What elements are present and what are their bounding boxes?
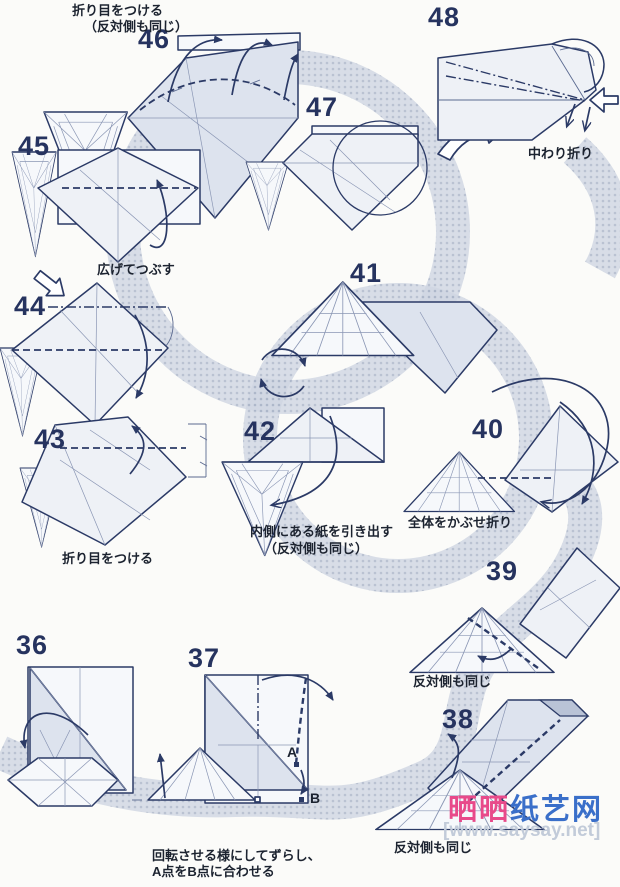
step-43-figure (19, 416, 208, 548)
step-number-41: 41 (350, 258, 383, 288)
magnifier-circle (332, 120, 428, 216)
step-39-figure (409, 547, 620, 674)
step-number-40: 40 (472, 414, 505, 444)
watermark-site-name-part1: 晒晒 (448, 794, 511, 826)
step-41-figure (271, 281, 498, 394)
caption-39: 反対側も同じ (413, 674, 492, 689)
caption-43: 折り目をつける (62, 551, 154, 566)
caption-46-line1: 折り目をつける (72, 3, 164, 18)
step-number-46: 46 (138, 24, 171, 54)
step-38-figure (374, 699, 590, 831)
step-number-42: 42 (244, 416, 277, 446)
step-40-figure (403, 377, 619, 513)
step-37-figure (132, 674, 334, 804)
watermark-url: [www.saysay.net] (443, 820, 601, 841)
step-number-44: 44 (14, 291, 47, 321)
unfold-hollow-arrow (33, 269, 65, 297)
watermark-site-name-part2: 纸艺网 (510, 794, 604, 826)
step-number-47: 47 (306, 92, 339, 122)
step-number-39: 39 (486, 556, 519, 586)
point-b-label: B (310, 790, 321, 806)
step-45-figure (11, 147, 201, 263)
step-number-48: 48 (428, 2, 461, 32)
caption-42-line2: （反対側も同じ） (264, 541, 369, 556)
push-arrow (589, 87, 619, 113)
step-number-38: 38 (442, 704, 475, 734)
caption-40: 全体をかぶせ折り (408, 515, 513, 530)
point-a-dot (294, 762, 299, 767)
caption-38: 反対側も同じ (394, 840, 473, 855)
caption-37-line2: A点をB点に合わせる (152, 864, 275, 879)
step-48-figure (437, 38, 619, 141)
flow-band-right (563, 137, 620, 279)
point-b-dot (299, 797, 304, 802)
step-36-figure (7, 666, 134, 807)
step-number-45: 45 (18, 131, 51, 161)
step-number-36: 36 (16, 630, 49, 660)
caption-48: 中わり折り (528, 146, 594, 161)
caption-42-line1: 内側にある紙を引き出す (250, 524, 394, 539)
caption-37-line1: 回転させる様にしてずらし、 (152, 848, 321, 863)
watermark-site-name: 晒晒纸艺网 (448, 786, 603, 828)
caption-44: 広げてつぶす (97, 262, 175, 277)
step-44-figure (0, 269, 174, 437)
step-number-37: 37 (188, 643, 221, 673)
point-a-label: A (287, 744, 298, 760)
caption-46-line2: （反対側も同じ） (84, 19, 189, 34)
pivot-dot (254, 796, 261, 803)
rotate-symbol (259, 348, 307, 398)
step-42-figure (221, 407, 385, 557)
step-number-43: 43 (34, 424, 67, 454)
